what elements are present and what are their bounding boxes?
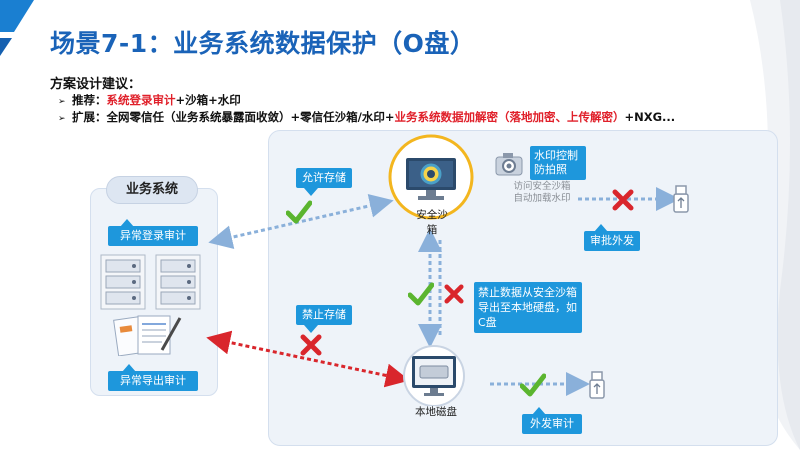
extend-highlight: 业务系统数据加解密（落地加密、上传解密） <box>394 110 625 124</box>
check-icon <box>520 373 546 397</box>
local-disk-icon <box>403 345 465 406</box>
approve-send-tail <box>594 224 608 232</box>
recommend-bullet: ➢ 推荐：系统登录审计+沙箱+水印 <box>58 92 241 108</box>
usb-drive-icon <box>673 185 689 213</box>
recommend-prefix: 推荐： <box>72 93 107 107</box>
bullet-arrow-icon: ➢ <box>58 97 66 107</box>
business-system-title: 业务系统 <box>106 176 198 204</box>
allow-store-tail <box>304 188 318 196</box>
extend-bullet: ➢ 扩展：全网零信任（业务系统暴露面收敛）+零信任沙箱/水印+业务系统数据加解密（… <box>58 109 675 125</box>
approve-send-tag: 审批外发 <box>584 231 640 251</box>
documents-icon <box>113 315 182 356</box>
cross-icon <box>444 284 464 304</box>
sandbox-panel <box>268 130 778 446</box>
access-sandbox-note: 访问安全沙箱 自动加载水印 <box>513 181 571 204</box>
cross-icon <box>300 334 322 356</box>
cross-icon <box>612 189 634 211</box>
forbid-store-tag: 禁止存储 <box>296 305 352 325</box>
page-title: 场景7-1：业务系统数据保护（O盘） <box>50 29 476 58</box>
recommend-rest: +沙箱+水印 <box>175 93 241 107</box>
design-heading: 方案设计建议： <box>50 77 142 92</box>
login-audit-tail <box>120 219 134 227</box>
export-audit-tail <box>122 364 136 372</box>
forbid-store-tail <box>304 325 318 333</box>
bullet-arrow-icon: ➢ <box>58 114 66 124</box>
usb-drive-icon <box>589 371 605 399</box>
forbid-export-tag: 禁止数据从安全沙箱导出至本地硬盘，如C盘 <box>474 282 582 333</box>
send-audit-tail <box>532 407 546 415</box>
check-icon <box>286 200 312 224</box>
recommend-highlight: 系统登录审计 <box>106 93 176 107</box>
camera-icon <box>495 153 523 176</box>
extend-prefix: 扩展：全网零信任（业务系统暴露面收敛）+零信任沙箱/水印+ <box>72 110 395 124</box>
local-disk-label: 本地磁盘 <box>415 406 457 418</box>
login-audit-tag: 异常登录审计 <box>108 226 198 246</box>
check-icon <box>408 282 434 306</box>
export-audit-tag: 异常导出审计 <box>108 371 198 391</box>
allow-store-tag: 允许存储 <box>296 168 352 188</box>
sandbox-label: 安全沙箱 <box>416 209 448 236</box>
watermark-control-tag: 水印控制 防拍照 <box>530 146 586 180</box>
server-icon <box>100 254 201 310</box>
sandbox-monitor-icon <box>388 134 474 220</box>
extend-rest: +NXG... <box>624 110 676 124</box>
send-audit-tag: 外发审计 <box>522 414 582 434</box>
corner-decoration <box>0 0 34 56</box>
